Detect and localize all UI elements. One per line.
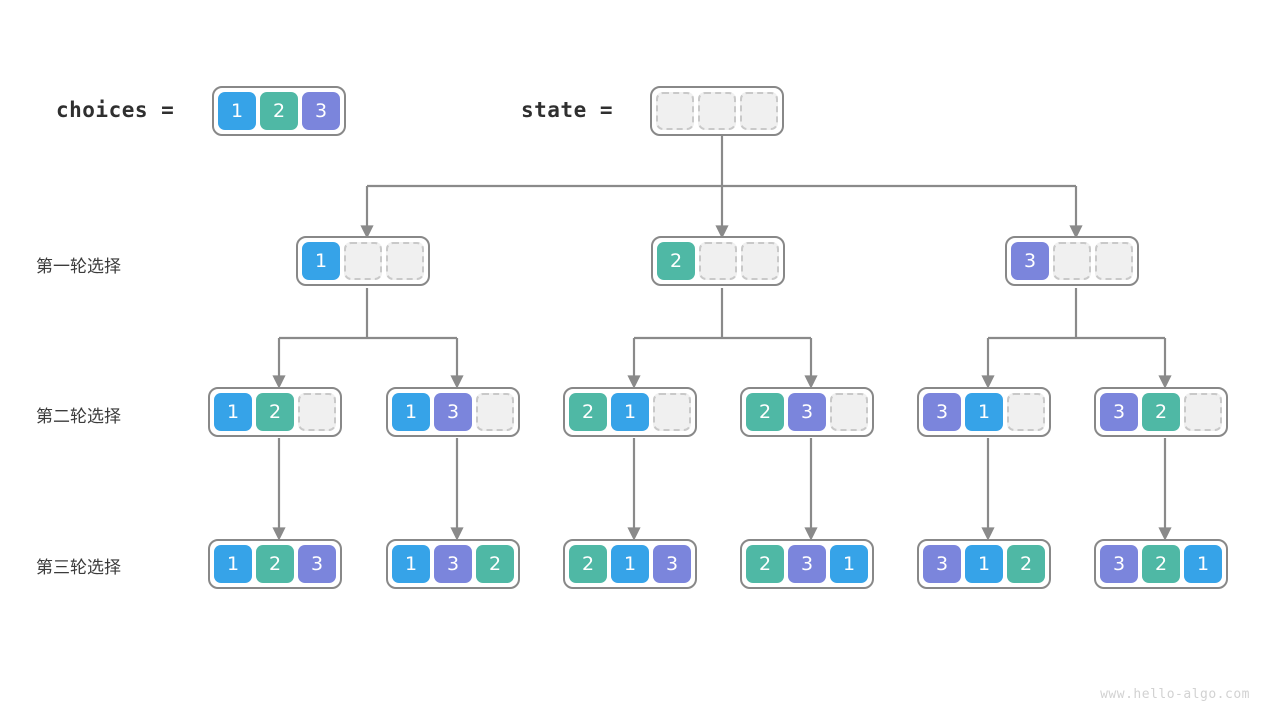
array-cell-empty: [476, 393, 514, 431]
array-cell-value: 1: [392, 393, 430, 431]
array-cell-value: 3: [1100, 393, 1138, 431]
array-cell-empty: [656, 92, 694, 130]
array-cell-value: 2: [569, 393, 607, 431]
array-cell-empty: [344, 242, 382, 280]
level1-node-2: 2: [651, 236, 785, 286]
array-cell-value: 2: [260, 92, 298, 130]
array-cell-value: 1: [965, 393, 1003, 431]
array-cell-value: 3: [302, 92, 340, 130]
array-cell-value: 1: [611, 545, 649, 583]
array-cell-value: 1: [1184, 545, 1222, 583]
array-cell-value: 3: [653, 545, 691, 583]
array-cell-empty: [830, 393, 868, 431]
array-cell-value: 2: [569, 545, 607, 583]
array-cell-value: 1: [392, 545, 430, 583]
array-cell-value: 2: [1142, 545, 1180, 583]
state-label: state =: [521, 98, 614, 122]
row-label-round-3: 第三轮选择: [36, 558, 121, 578]
array-cell-value: 3: [923, 545, 961, 583]
level1-node-3: 3: [1005, 236, 1139, 286]
array-cell-empty: [298, 393, 336, 431]
array-cell-value: 3: [434, 393, 472, 431]
state-array: [650, 86, 784, 136]
choices-label: choices =: [56, 98, 175, 122]
array-cell-value: 2: [1142, 393, 1180, 431]
array-cell-value: 3: [434, 545, 472, 583]
array-cell-value: 2: [746, 393, 784, 431]
array-cell-empty: [698, 92, 736, 130]
array-cell-value: 2: [1007, 545, 1045, 583]
array-cell-empty: [740, 92, 778, 130]
array-cell-value: 3: [298, 545, 336, 583]
array-cell-empty: [1095, 242, 1133, 280]
watermark: www.hello-algo.com: [1100, 687, 1250, 702]
array-cell-value: 2: [657, 242, 695, 280]
array-cell-value: 1: [302, 242, 340, 280]
array-cell-empty: [741, 242, 779, 280]
array-cell-value: 2: [256, 545, 294, 583]
array-cell-empty: [699, 242, 737, 280]
array-cell-value: 3: [788, 393, 826, 431]
array-cell-value: 3: [1100, 545, 1138, 583]
array-cell-value: 1: [611, 393, 649, 431]
array-cell-value: 1: [830, 545, 868, 583]
array-cell-value: 2: [746, 545, 784, 583]
array-cell-empty: [386, 242, 424, 280]
array-cell-value: 2: [476, 545, 514, 583]
array-cell-empty: [1007, 393, 1045, 431]
array-cell-value: 3: [788, 545, 826, 583]
row-label-round-1: 第一轮选择: [36, 257, 121, 277]
array-cell-value: 2: [256, 393, 294, 431]
array-cell-empty: [1184, 393, 1222, 431]
array-cell-value: 1: [218, 92, 256, 130]
row-label-round-2: 第二轮选择: [36, 407, 121, 427]
array-cell-empty: [653, 393, 691, 431]
level1-node-1: 1: [296, 236, 430, 286]
array-cell-value: 1: [214, 393, 252, 431]
array-cell-empty: [1053, 242, 1091, 280]
array-cell-value: 3: [1011, 242, 1049, 280]
array-cell-value: 1: [965, 545, 1003, 583]
array-cell-value: 3: [923, 393, 961, 431]
array-cell-value: 1: [214, 545, 252, 583]
